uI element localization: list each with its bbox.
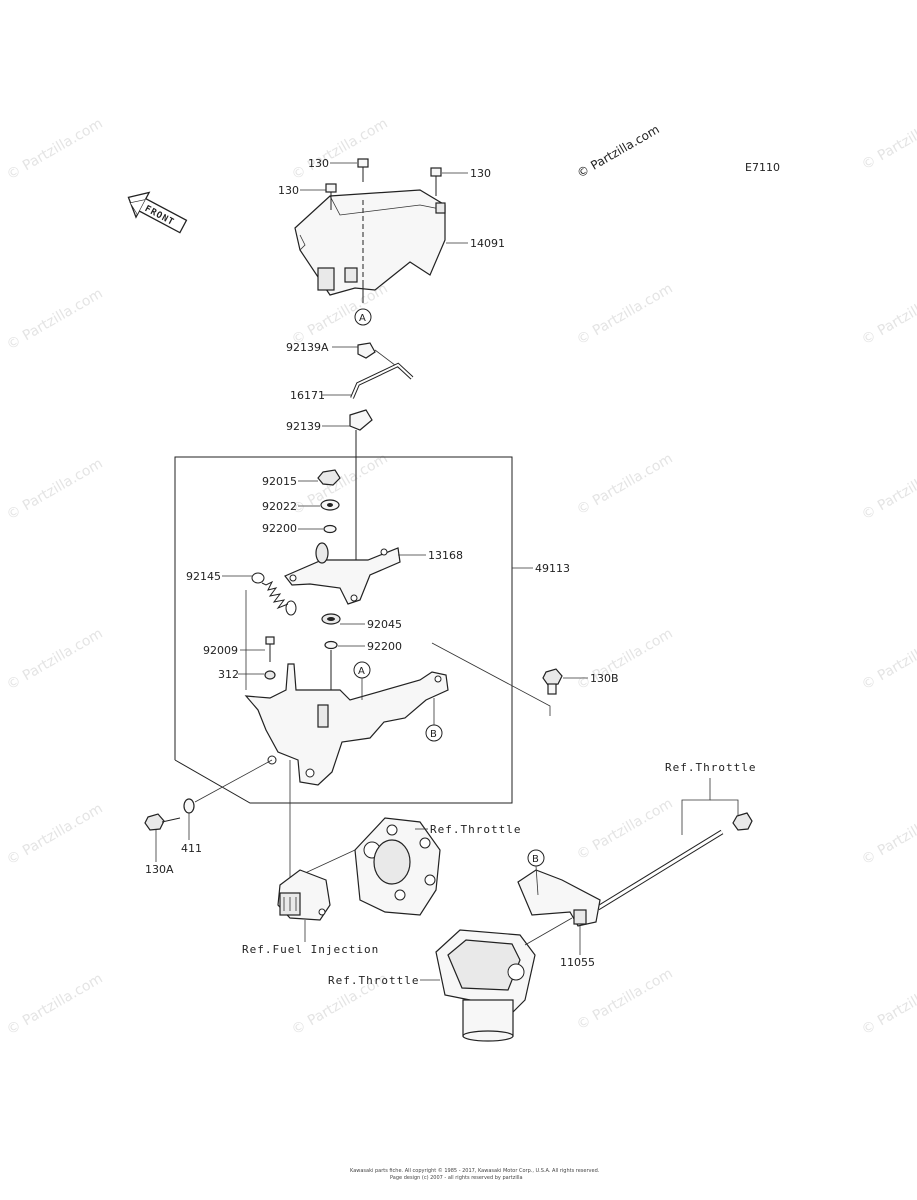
watermark-grid: © Partzilla.com © Partzilla.com © Partzi… — [4, 106, 917, 1039]
watermark: © Partzilla.com — [859, 456, 917, 524]
collar-92045 — [321, 613, 341, 625]
footer-line-2: Page design (c) 2007 - all rights reserv… — [390, 1175, 523, 1181]
watermark: © Partzilla.com — [859, 801, 917, 869]
watermark: © Partzilla.com — [859, 106, 917, 174]
label-312: 312 — [218, 668, 239, 681]
nut-312 — [264, 670, 276, 680]
watermark: © Partzilla.com — [289, 451, 391, 519]
label-411: 411 — [181, 842, 202, 855]
clip-92139 — [349, 409, 373, 431]
bolt-130-left — [325, 183, 337, 210]
label-92139a: 92139A — [286, 341, 329, 354]
spring-92145 — [251, 572, 297, 616]
label-14091: 14091 — [470, 237, 505, 250]
rod-16171 — [350, 362, 414, 399]
washer-411 — [183, 798, 195, 814]
throttle-body-lower — [435, 929, 536, 1042]
lever-13168 — [284, 542, 401, 605]
cover-14091 — [294, 189, 446, 296]
watermark: © Partzilla.com — [4, 971, 106, 1039]
label-16171: 16171 — [290, 389, 325, 402]
label-11055: 11055 — [560, 956, 595, 969]
label-ref-throttle-upper: Ref.Throttle — [430, 823, 521, 836]
footer-line-1: Kawasaki parts fiche. All copyright © 19… — [350, 1167, 600, 1174]
label-130-top: 130 — [308, 157, 329, 170]
label-49113: 49113 — [535, 562, 570, 575]
label-130b: 130B — [590, 672, 619, 685]
label-92015: 92015 — [262, 475, 297, 488]
throttle-shaft — [596, 812, 753, 911]
bolt-130a — [144, 813, 181, 831]
washer-92022 — [320, 499, 340, 511]
watermark: © Partzilla.com — [859, 626, 917, 694]
bracket-11055 — [517, 869, 601, 927]
label-13168: 13168 — [428, 549, 463, 562]
label-92145: 92145 — [186, 570, 221, 583]
copyright-mark: © Partzilla.com — [575, 122, 662, 180]
label-92022: 92022 — [262, 500, 297, 513]
bolt-130-right — [430, 167, 442, 196]
watermark: © Partzilla.com — [574, 796, 676, 864]
watermark: © Partzilla.com — [574, 966, 676, 1034]
bracket-plate — [244, 663, 449, 786]
watermark: © Partzilla.com — [574, 451, 676, 519]
bolt-92009 — [265, 636, 275, 662]
watermark: © Partzilla.com — [4, 286, 106, 354]
watermark: © Partzilla.com — [4, 456, 106, 524]
front-arrow-icon: FRONT — [127, 191, 188, 234]
washer-92200-upper — [323, 524, 337, 534]
label-92009: 92009 — [203, 644, 238, 657]
watermark: © Partzilla.com — [574, 281, 676, 349]
label-130a: 130A — [145, 863, 174, 876]
callout-a-mid-label: A — [358, 666, 365, 677]
nut-92015 — [317, 469, 341, 486]
watermark: © Partzilla.com — [289, 116, 391, 184]
bolt-130-top — [357, 158, 369, 182]
assembly-frame-49113 — [174, 456, 513, 804]
label-130-left: 130 — [278, 184, 299, 197]
sensor-fuel-injection — [277, 869, 331, 921]
callout-b-low-label: B — [532, 854, 539, 865]
callout-a-top-label: A — [359, 313, 366, 324]
clip-92139a — [357, 342, 376, 359]
diagram-code: E7110 — [745, 161, 780, 174]
label-92139: 92139 — [286, 420, 321, 433]
watermark: © Partzilla.com — [4, 801, 106, 869]
label-130-right: 130 — [470, 167, 491, 180]
watermark: © Partzilla.com — [859, 281, 917, 349]
throttle-body-upper — [354, 817, 441, 916]
washer-92200-lower — [324, 640, 338, 650]
callout-a-top — [354, 308, 372, 326]
watermark: © Partzilla.com — [4, 116, 106, 184]
callout-b-mid-label: B — [430, 729, 437, 740]
label-92200-upper: 92200 — [262, 522, 297, 535]
watermark: © Partzilla.com — [4, 626, 106, 694]
label-ref-throttle-lower: Ref.Throttle — [328, 974, 419, 987]
label-ref-fuel-injection: Ref.Fuel Injection — [242, 943, 379, 956]
bolt-130b — [542, 668, 563, 695]
label-92045: 92045 — [367, 618, 402, 631]
label-92200-lower: 92200 — [367, 640, 402, 653]
watermark: © Partzilla.com — [859, 971, 917, 1039]
label-ref-throttle-right: Ref.Throttle — [665, 761, 756, 774]
